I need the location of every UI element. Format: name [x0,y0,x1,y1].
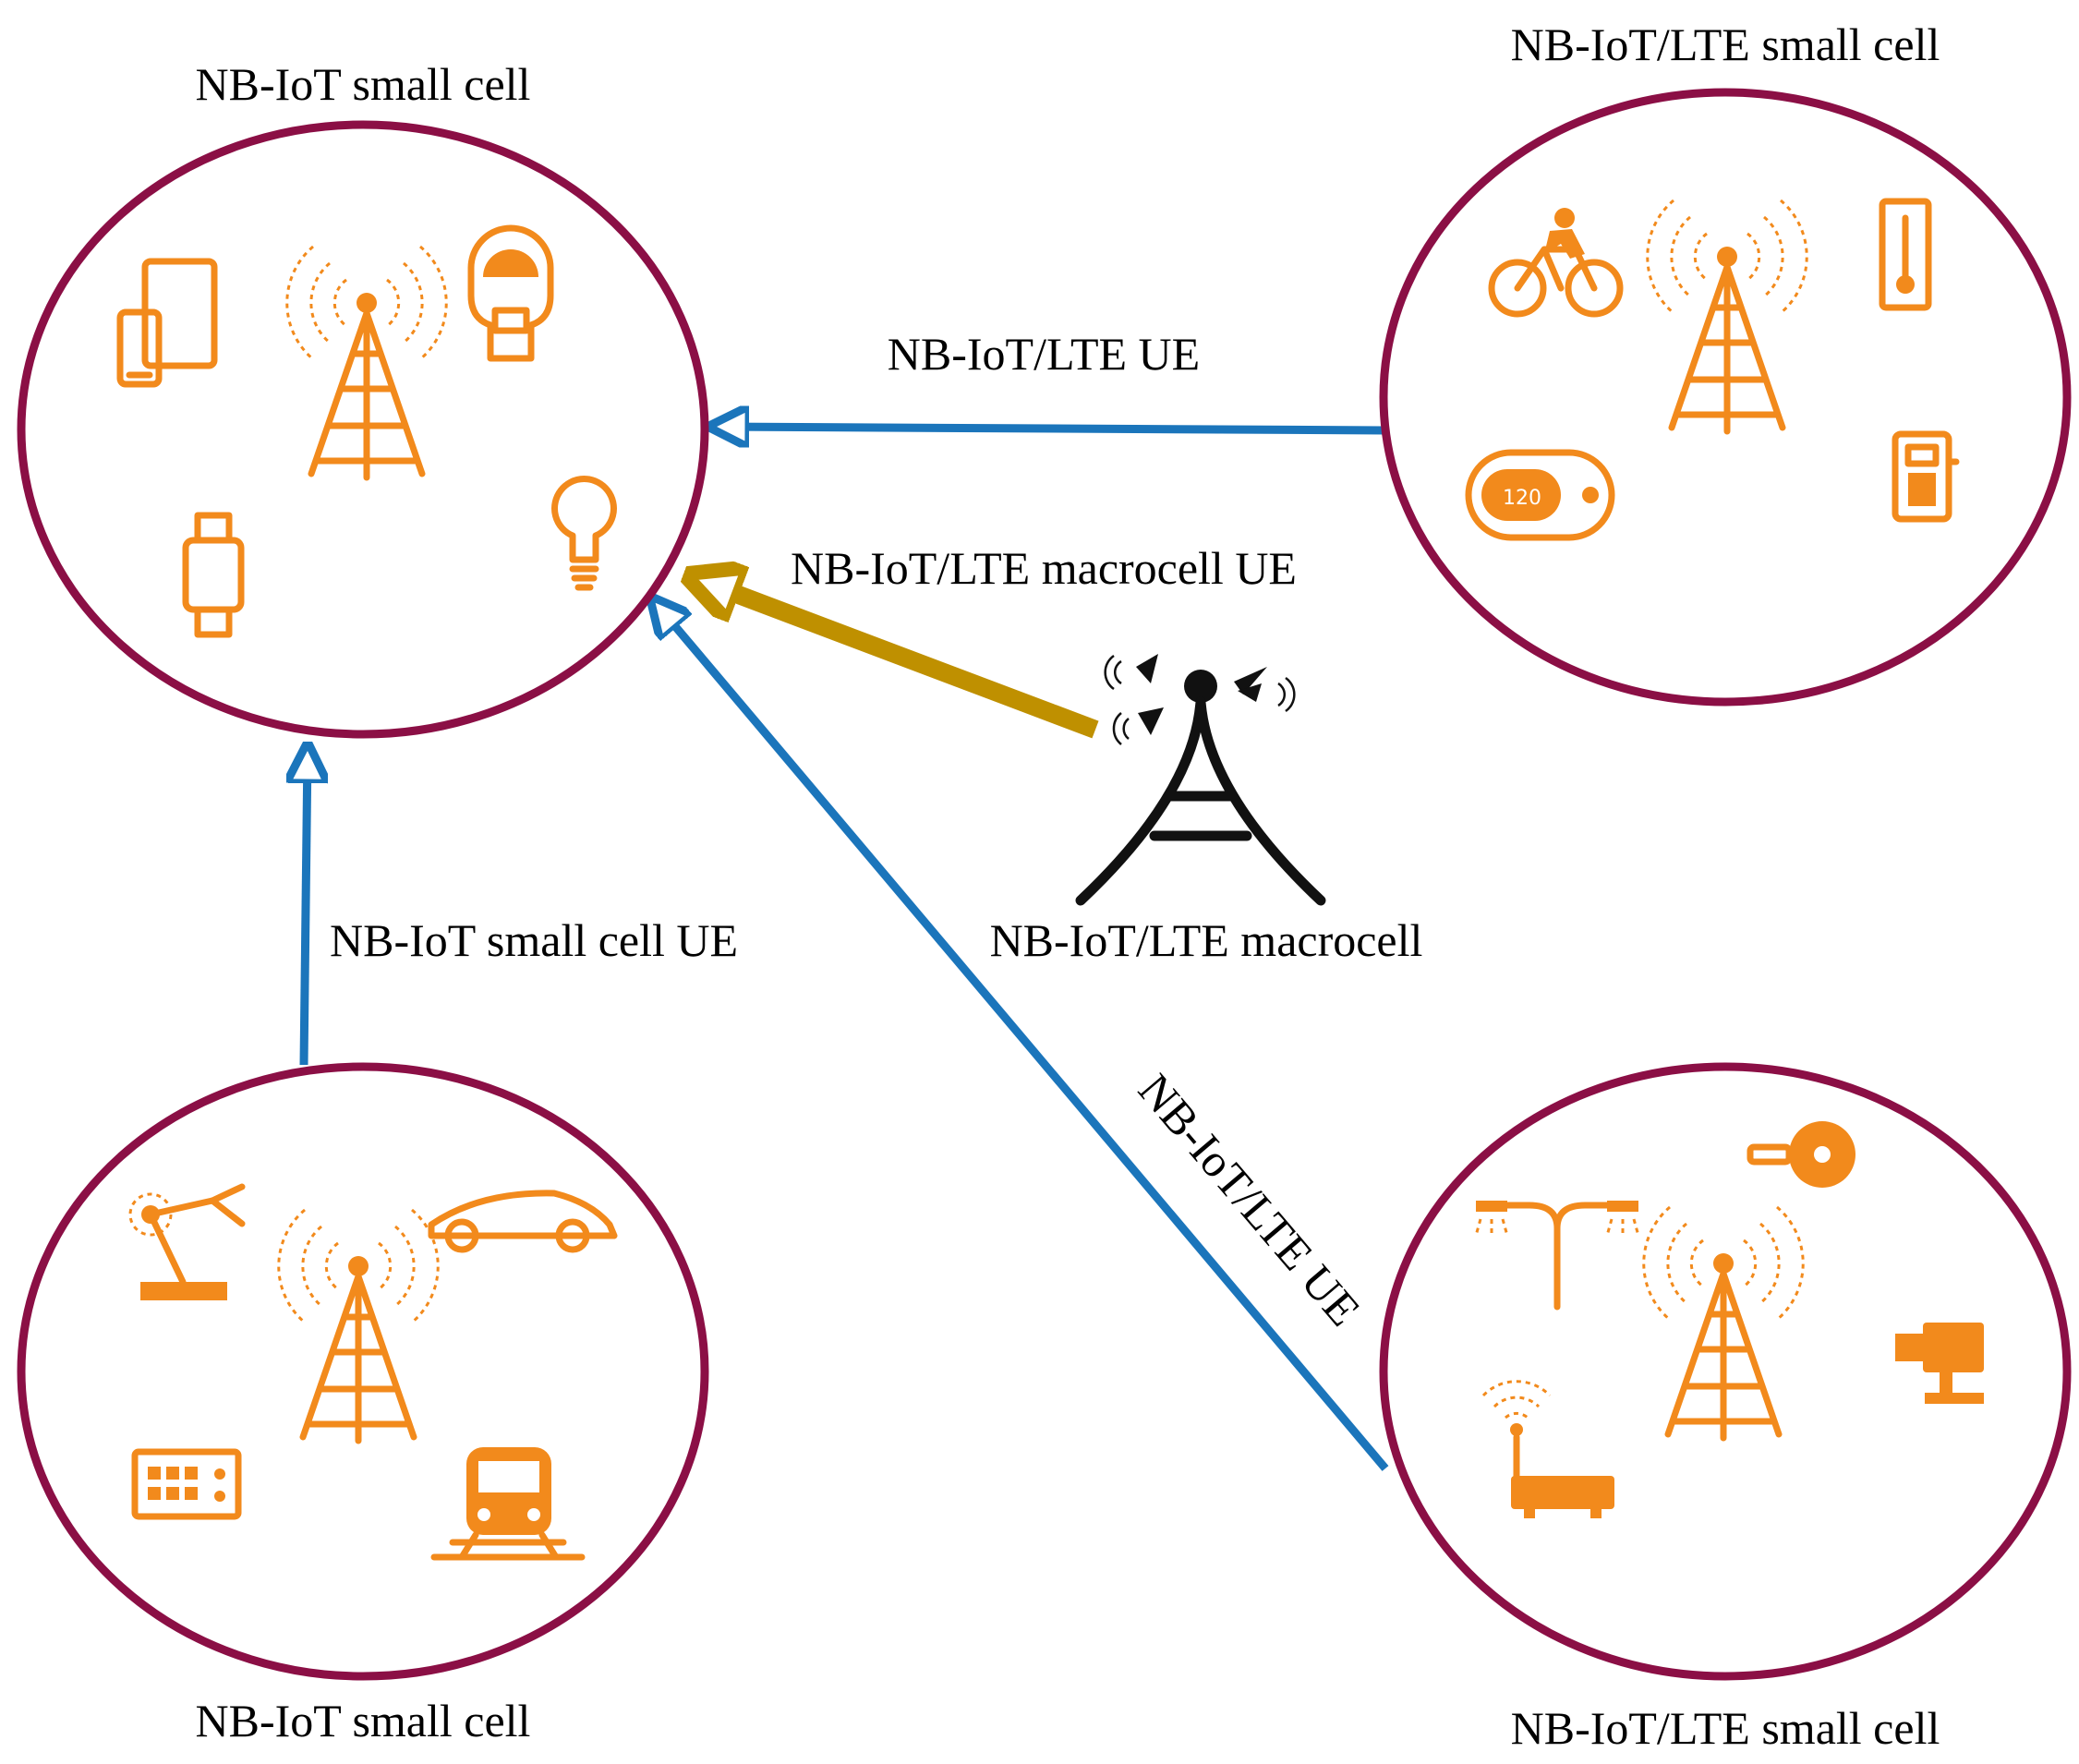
cell-bottom-left-icons [128,1183,618,1561]
small-cell-tower-icon [1644,1207,1803,1438]
macrocell-label: NB-IoT/LTE macrocell [990,914,1423,966]
thermometer-icon [1879,198,1932,311]
macrocell-tower-icon [1075,654,1326,906]
link-label-nb-iot-lte-ue-diagonal: NB-IoT/LTE UE [1129,1064,1371,1335]
cell-bottom-right-icons [1474,1121,1984,1518]
smartwatch-icon [182,512,245,638]
fitness-tracker-icon: 120 [1465,449,1615,541]
light-bulb-icon [551,476,617,591]
small-cell-tower-icon [1648,200,1807,431]
link-top-right-to-top-left: NB-IoT/LTE UE [716,328,1386,430]
cell-label: NB-IoT/LTE small cell [1511,1702,1940,1754]
cell-label: NB-IoT small cell [196,1695,531,1746]
tablet-phone-icon [116,258,218,388]
cell-bottom-right: NB-IoT/LTE small cell [1379,1062,2072,1754]
cell-top-right-icons: 120 [1465,198,1960,541]
link-label-nb-iot-lte-ue: NB-IoT/LTE UE [888,328,1200,380]
wifi-router-icon [1481,1380,1614,1518]
cell-label: NB-IoT small cell [196,58,531,110]
parking-meter-icon [467,224,554,362]
key-icon [1747,1121,1855,1188]
robot-arm-icon [128,1183,246,1300]
cell-boundary [17,120,709,739]
cell-top-right: NB-IoT/LTE small cell [1379,18,2072,707]
cyclist-icon [1488,208,1624,318]
train-icon [430,1447,586,1561]
security-camera-icon [1895,1323,1984,1404]
link-bottom-left-to-top-left: NB-IoT small cell UE [304,750,738,1066]
tracker-display: 120 [1503,487,1541,510]
small-cell-tower-icon [279,1210,438,1441]
cell-bottom-left: NB-IoT small cell [17,1062,709,1746]
link-label-small-cell-ue: NB-IoT small cell UE [330,914,738,966]
payment-terminal-icon [1892,430,1960,523]
car-icon [428,1190,618,1253]
street-lamp-icon [1474,1201,1640,1311]
cell-boundary [1379,1062,2072,1681]
link-label-macrocell-ue: NB-IoT/LTE macrocell UE [791,542,1297,594]
macrocell: NB-IoT/LTE macrocell [990,654,1423,966]
cell-top-left-icons [116,224,617,638]
control-panel-icon [131,1448,242,1520]
link-macro-to-top-left: NB-IoT/LTE macrocell UE [695,542,1297,739]
cell-top-left: NB-IoT small cell [17,58,709,739]
cell-boundary [17,1062,709,1681]
cell-boundary [1379,88,2072,707]
link-bottom-right-to-top-left: NB-IoT/LTE UE [655,602,1389,1471]
cell-label: NB-IoT/LTE small cell [1511,18,1940,70]
small-cell-tower-icon [287,247,446,477]
